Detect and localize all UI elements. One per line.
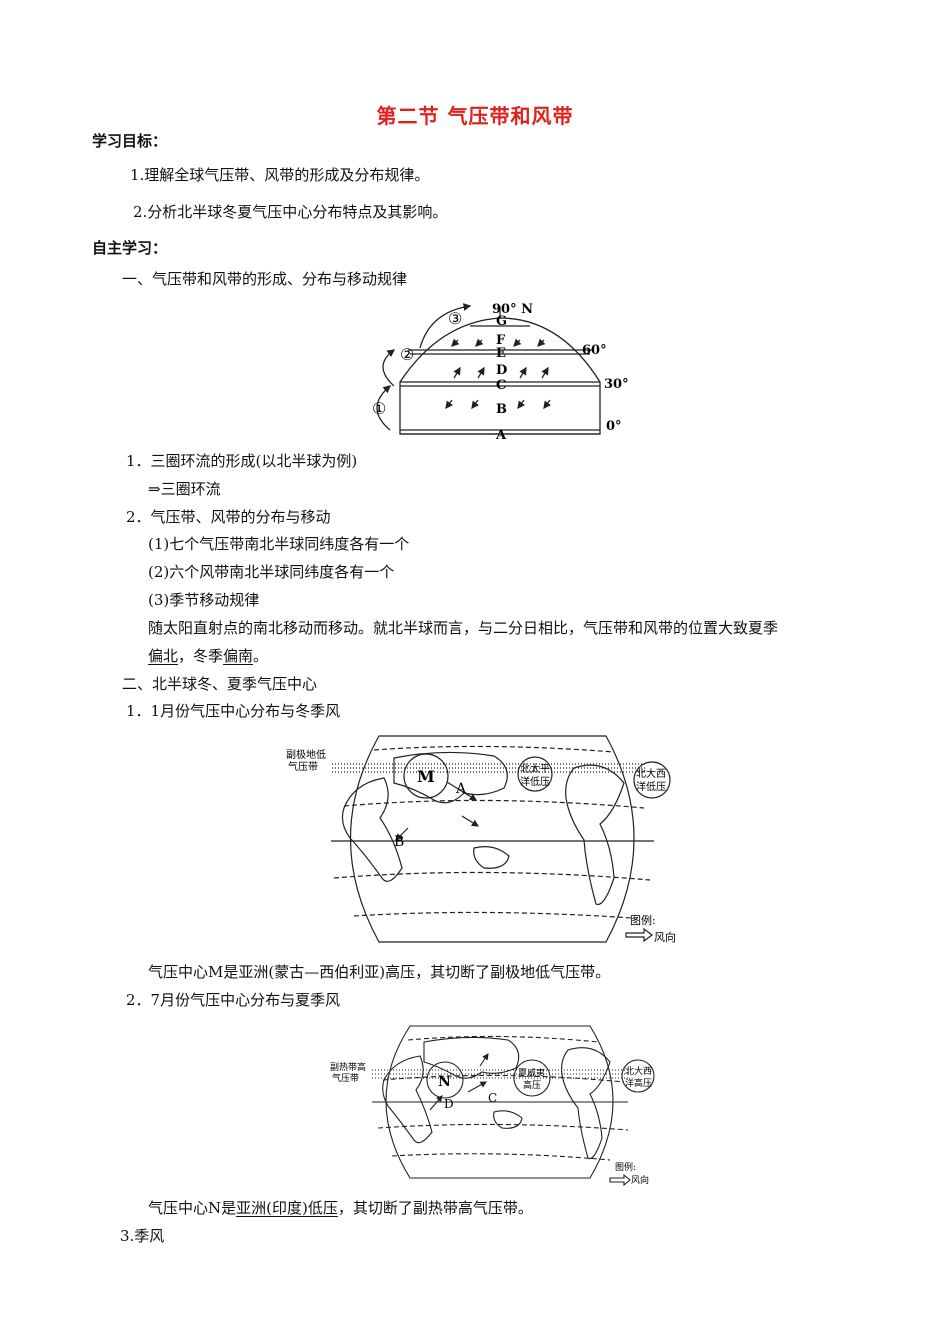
atl-high-line1: 北大西 <box>625 1065 652 1077</box>
cell-number-3: ③ <box>448 309 462 328</box>
item-2: 2．气压带、风带的分布与移动 <box>126 508 331 526</box>
jul-belt-label-line1: 副热带高 <box>330 1061 366 1073</box>
answer-south: 偏南 <box>223 647 254 665</box>
jan-belt-label-line1: 副极地低 <box>286 748 326 761</box>
jul-belt-label-line2: 气压带 <box>332 1072 359 1084</box>
answer-north: 偏北 <box>148 647 179 665</box>
cell-1-loop <box>376 385 391 431</box>
january-pressure-map: 副极地低 气压带 M A B 北太平 洋低压 北大西 洋低压 图例: 风向 <box>286 735 676 944</box>
hawaii-high-line2: 高压 <box>523 1079 541 1091</box>
belt-label-B: B <box>496 402 507 417</box>
map-frame-july <box>385 1025 614 1179</box>
item-1-sub: ⇒三圈环流 <box>148 480 221 498</box>
july-pressure-map: 副热带高 气压带 N C D 夏威夷 高压 北大西 洋高压 图例: 风向 <box>330 1025 655 1186</box>
lat-label-60: 60° <box>582 343 607 358</box>
item-2-3: (3)季节移动规律 <box>148 591 260 609</box>
belt-label-E: E <box>496 346 506 361</box>
center-N-label: N <box>438 1074 451 1090</box>
jul-title: 2．7月份气压中心分布与夏季风 <box>126 991 341 1009</box>
goals-heading: 学习目标： <box>92 132 168 150</box>
jan-legend-title: 图例: <box>630 913 656 927</box>
goal-item-1: 1.理解全球气压带、风带的形成及分布规律。 <box>130 166 430 184</box>
jul-letter-C: C <box>488 1091 497 1105</box>
jan-title: 1．1月份气压中心分布与冬季风 <box>126 702 341 720</box>
pole-label: 90° N <box>492 302 533 317</box>
item-1: 1．三圈环流的形成(以北半球为例) <box>126 452 358 470</box>
goal-item-2: 2.分析北半球冬夏气压中心分布特点及其影响。 <box>133 203 448 221</box>
lat-label-30: 30° <box>604 377 629 392</box>
cell-3-loop <box>419 303 472 349</box>
section1-title: 一、气压带和风带的形成、分布与移动规律 <box>122 270 408 288</box>
self-study-heading: 自主学习： <box>92 239 168 257</box>
lat-label-0: 0° <box>606 419 622 434</box>
jan-legend-item: 风向 <box>654 930 676 944</box>
atl-high-line2: 洋高压 <box>625 1077 652 1089</box>
answer-asian-low: 亚洲(印度)低压 <box>236 1199 338 1217</box>
move-rule-line2: 偏北，冬季偏南。 <box>148 647 269 665</box>
hawaii-high-line1: 夏威夷 <box>518 1067 545 1079</box>
jan-letter-A: A <box>455 781 467 797</box>
atl-low-line1: 北大西 <box>636 767 666 780</box>
jul-legend-title: 图例: <box>615 1161 636 1173</box>
belt-label-F: F <box>496 333 506 348</box>
item-2-2: (2)六个风带南北半球同纬度各有一个 <box>148 563 395 581</box>
cell-number-2: ② <box>400 345 414 364</box>
jan-letter-B: B <box>394 834 404 850</box>
jul-letter-D: D <box>444 1097 454 1111</box>
center-M-label: M <box>417 767 435 786</box>
jan-belt-label-line2: 气压带 <box>288 760 318 773</box>
belt-label-G: G <box>496 314 507 329</box>
belt-label-D: D <box>496 363 507 378</box>
map-frame <box>349 735 635 943</box>
pac-low-line1: 北太平 <box>520 762 550 775</box>
item-3: 3.季风 <box>120 1227 165 1245</box>
section2-title: 二、北半球冬、夏季气压中心 <box>122 675 318 693</box>
atl-low-line2: 洋低压 <box>636 780 666 793</box>
belt-label-A: A <box>495 428 507 442</box>
jul-caption: 气压中心N是亚洲(印度)低压，其切断了副热带高气压带。 <box>148 1199 533 1217</box>
move-rule-line1: 随太阳直射点的南北移动而移动。就北半球而言，与二分日相比，气压带和风带的位置大致… <box>148 619 779 637</box>
page-title: 第二节 气压带和风带 <box>376 104 574 128</box>
jan-caption: 气压中心M是亚洲(蒙古—西伯利亚)高压，其切断了副极地低气压带。 <box>148 963 611 981</box>
cell-2-loop <box>382 349 396 387</box>
three-cell-circulation-diagram: 90° N 60° 30° 0° A B C D E F G ① ② ③ <box>372 302 629 442</box>
cell-number-1: ① <box>372 399 386 418</box>
item-2-1: (1)七个气压带南北半球同纬度各有一个 <box>148 535 410 553</box>
jul-legend-item: 风向 <box>631 1174 649 1186</box>
pac-low-line2: 洋低压 <box>520 775 550 788</box>
belt-label-C: C <box>496 378 506 393</box>
